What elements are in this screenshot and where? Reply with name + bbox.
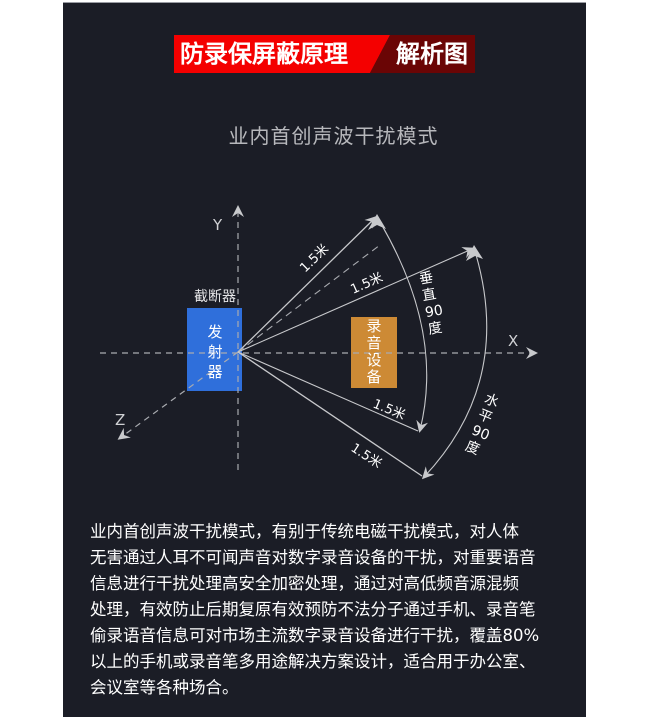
distance-label-second: 1.5米 (349, 270, 386, 297)
distance-label-upper: 1.5米 (297, 242, 332, 276)
banner-title-main: 防录保屏蔽原理 (180, 40, 348, 68)
vector-upper (237, 215, 378, 353)
description-line: 偷录语音信息可对市场主流数字录音设备进行干扰，覆盖80% (90, 626, 540, 645)
horizontal-arc (421, 247, 488, 480)
distance-label-lower: 1.5米 (371, 397, 408, 424)
vector-center-dashed (237, 244, 381, 353)
recorder-label: 录音设备 (366, 317, 382, 386)
title-banner: 防录保屏蔽原理 解析图 (174, 35, 475, 73)
banner-title-tag: 解析图 (396, 40, 468, 68)
vertical-arc-start-arrow (368, 214, 386, 230)
description-line: 信息进行干扰处理高安全加密处理，通过对高低频音源混频 (90, 574, 519, 593)
z-axis-label: Z (115, 411, 125, 429)
vector-bottom (237, 351, 423, 477)
vertical-angle-char: 度 (426, 319, 444, 338)
emitter-label: 发射器 (207, 323, 223, 381)
description-line: 会议室等各种场合。 (90, 678, 239, 697)
description-line: 无害通过人耳不可闻声音对数字录音设备的干扰，对重要语音 (90, 548, 536, 567)
banner-background (174, 35, 475, 73)
vector-second (237, 247, 475, 353)
vector-lower (237, 351, 419, 432)
y-axis-label: Y (212, 216, 223, 234)
emitter-box (187, 308, 242, 391)
description-text: 业内首创声波干扰模式，有别于传统电磁干扰模式，对人体 无害通过人耳不可闻声音对数… (90, 519, 580, 701)
description-line: 以上的手机或录音笔多用途解决方案设计，适合用于办公室、 (90, 652, 536, 671)
vertical-arc (376, 216, 429, 433)
description-line: 业内首创声波干扰模式，有别于传统电磁干扰模式，对人体 (90, 522, 519, 541)
z-axis (117, 351, 239, 440)
vertical-angle-value: 90 (423, 302, 445, 322)
diagram-panel (63, 2, 586, 717)
subtitle: 业内首创声波干扰模式 (228, 124, 439, 148)
description-line: 处理，有效防止后期复原有效预防不法分子通过手机、录音笔 (90, 600, 536, 619)
distance-label-bottom: 1.5米 (348, 441, 384, 472)
x-axis-label: X (508, 332, 518, 350)
emitter-caption: 截断器 (194, 289, 236, 305)
horizontal-arc-start-arrow (466, 245, 483, 261)
